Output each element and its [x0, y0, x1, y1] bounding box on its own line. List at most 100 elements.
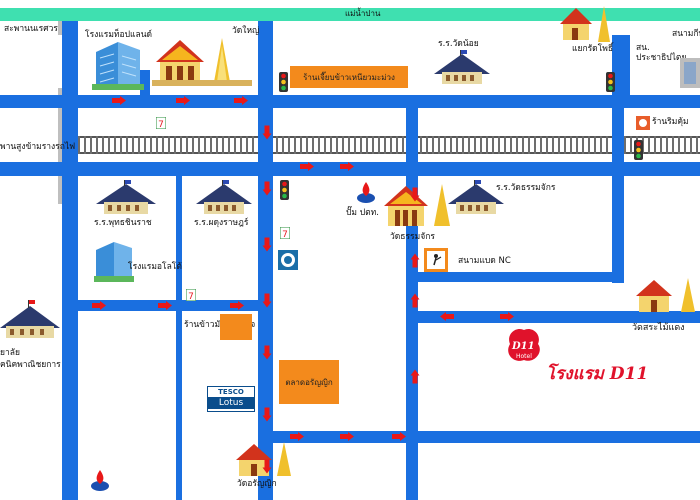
d11-logo-icon: [504, 326, 544, 370]
seven-eleven-top-icon: 7: [155, 114, 167, 133]
traffic-light-icon: [606, 72, 615, 92]
school-puthachinarat-icon: [94, 180, 158, 220]
school-left-label-2: คนิคพาณิชยการ: [0, 360, 61, 370]
sor-nor-icon: [680, 48, 700, 92]
railway-ties: [78, 136, 700, 154]
route-arrow-icon: [92, 301, 106, 310]
traffic-light-icon: [279, 72, 288, 92]
seven-eleven-mid-icon: 7: [279, 224, 291, 243]
route-arrow-icon: [158, 301, 172, 310]
tesco-logo-bottom: Lotus: [208, 397, 254, 409]
route-arrow-icon: [340, 432, 354, 441]
route-arrow-icon: [262, 181, 272, 196]
ptt-label: ปั๊ม ปตท.: [346, 208, 379, 218]
svg-text:7: 7: [158, 120, 164, 129]
road-v-2: [176, 176, 182, 500]
school-watnoi-icon: [432, 50, 492, 90]
wat-bottom-temple-icon: [234, 440, 294, 482]
route-arrow-icon: [410, 187, 420, 202]
river: [0, 8, 700, 21]
school-watnoi-label: ร.ร.วัดน้อย: [438, 39, 479, 49]
shop-right-icon: [636, 115, 650, 134]
wat-right-label: วัดสระไม้แดง: [632, 323, 685, 333]
shop-top-box: ร้านเจี๊ยบข้าวเหนียวมะม่วง: [290, 66, 408, 88]
school-phadung-icon: [194, 180, 254, 220]
rail-cross-3: [612, 130, 624, 162]
school-left-label-1: ยาลัย: [0, 348, 20, 358]
road-h3: [78, 300, 273, 311]
route-arrow-icon: [290, 432, 304, 441]
route-arrow-icon: [340, 162, 354, 171]
hotel-d11-label: โรงแรม D11: [546, 364, 649, 384]
road-v-main: [258, 21, 273, 500]
school-phadung-label: ร.ร.ผดุงราษฎร์: [194, 218, 249, 228]
river-label: แม่น้ำปาน: [345, 9, 381, 18]
route-arrow-icon: [300, 162, 314, 171]
badminton-label: สนามแบด NC: [458, 256, 511, 266]
wat-tham-label: วัดธรรมจักร: [390, 232, 435, 242]
road-h4: [412, 311, 700, 323]
wat-yai-label: วัดใหญ่: [232, 26, 260, 36]
badminton-icon: [424, 248, 448, 276]
svg-text:7: 7: [188, 292, 194, 301]
route-arrow-icon: [500, 312, 514, 321]
bridge-top-label: สะพานนเรศวร: [4, 24, 58, 34]
road-v-5: [624, 35, 630, 95]
shop-right-label: ร้านริมคุ้ม: [652, 117, 689, 127]
route-arrow-icon: [262, 293, 272, 308]
d11-logo-text: D11: [512, 341, 535, 352]
market-label: ตลาดอรัญญิก: [285, 377, 333, 387]
wat-tham-temple-icon: [382, 182, 456, 232]
bridge-left-label: พานสูงข้ามรางรถไฟ: [0, 142, 76, 152]
route-arrow-icon: [262, 407, 272, 422]
ptt-bottom-icon: [90, 468, 110, 496]
route-arrow-icon: [234, 96, 248, 105]
school-puthachinarat-label: ร.ร.พุทธชินราช: [94, 218, 152, 228]
hotel-lobo-label: โรงแรมอโลโต้: [128, 262, 182, 272]
wat-yai-temple-icon: [152, 36, 252, 90]
traffic-light-icon: [280, 180, 289, 200]
shop-mid-label: ร้านข้าวมันไก่พ่อใจ: [184, 321, 255, 330]
svg-text:7: 7: [282, 230, 288, 239]
school-left-icon: [0, 300, 60, 344]
bank-icon: [278, 250, 298, 274]
rail-cross-2: [406, 130, 418, 162]
road-h1: [0, 95, 700, 108]
intersection-label: แยกรัดโพธิ์: [572, 44, 614, 54]
school-wattham-label: ร.ร.วัดธรรมจักร: [496, 183, 556, 193]
road-v-left: [62, 21, 78, 500]
route-arrow-icon: [262, 237, 272, 252]
sor-nor-label: สน.: [636, 43, 650, 53]
route-arrow-icon: [410, 369, 420, 384]
sanamkila-label: สนามกีฬ: [672, 29, 700, 39]
prachatham-label: ประชาธิปไตย: [636, 53, 687, 63]
traffic-light-icon: [634, 140, 643, 160]
road-h6: [412, 272, 612, 282]
market-box: ตลาดอรัญญิก: [279, 360, 339, 404]
seven-eleven-low-icon: 7: [185, 286, 197, 305]
intersection-temple-icon: [558, 4, 618, 48]
school-wattham-icon: [446, 180, 506, 220]
shop-mid-box: [220, 314, 252, 340]
tesco-logo: TESCO Lotus: [207, 386, 255, 412]
shop-top-label: ร้านเจี๊ยบข้าวเหนียวมะม่วง: [303, 72, 395, 82]
ptt-icon: [356, 180, 376, 208]
route-arrow-icon: [392, 432, 406, 441]
hotel-top-icon: [92, 40, 144, 94]
tesco-logo-bottom-text: Lotus: [218, 398, 244, 408]
tesco-logo-top: TESCO: [218, 388, 244, 396]
d11-logo-sub: Hotel: [516, 353, 532, 360]
route-arrow-icon: [440, 312, 454, 321]
route-arrow-icon: [262, 459, 272, 474]
route-arrow-icon: [262, 125, 272, 140]
route-arrow-icon: [176, 96, 190, 105]
rail-cross-4: [62, 130, 78, 162]
road-v-top-left: [140, 70, 150, 95]
route-arrow-icon: [230, 301, 244, 310]
hotel-top-label: โรงแรมท็อปแลนด์: [85, 30, 153, 40]
route-arrow-icon: [112, 96, 126, 105]
route-arrow-icon: [410, 293, 420, 308]
rail-cross-1: [258, 130, 273, 162]
road-h5: [273, 431, 700, 443]
